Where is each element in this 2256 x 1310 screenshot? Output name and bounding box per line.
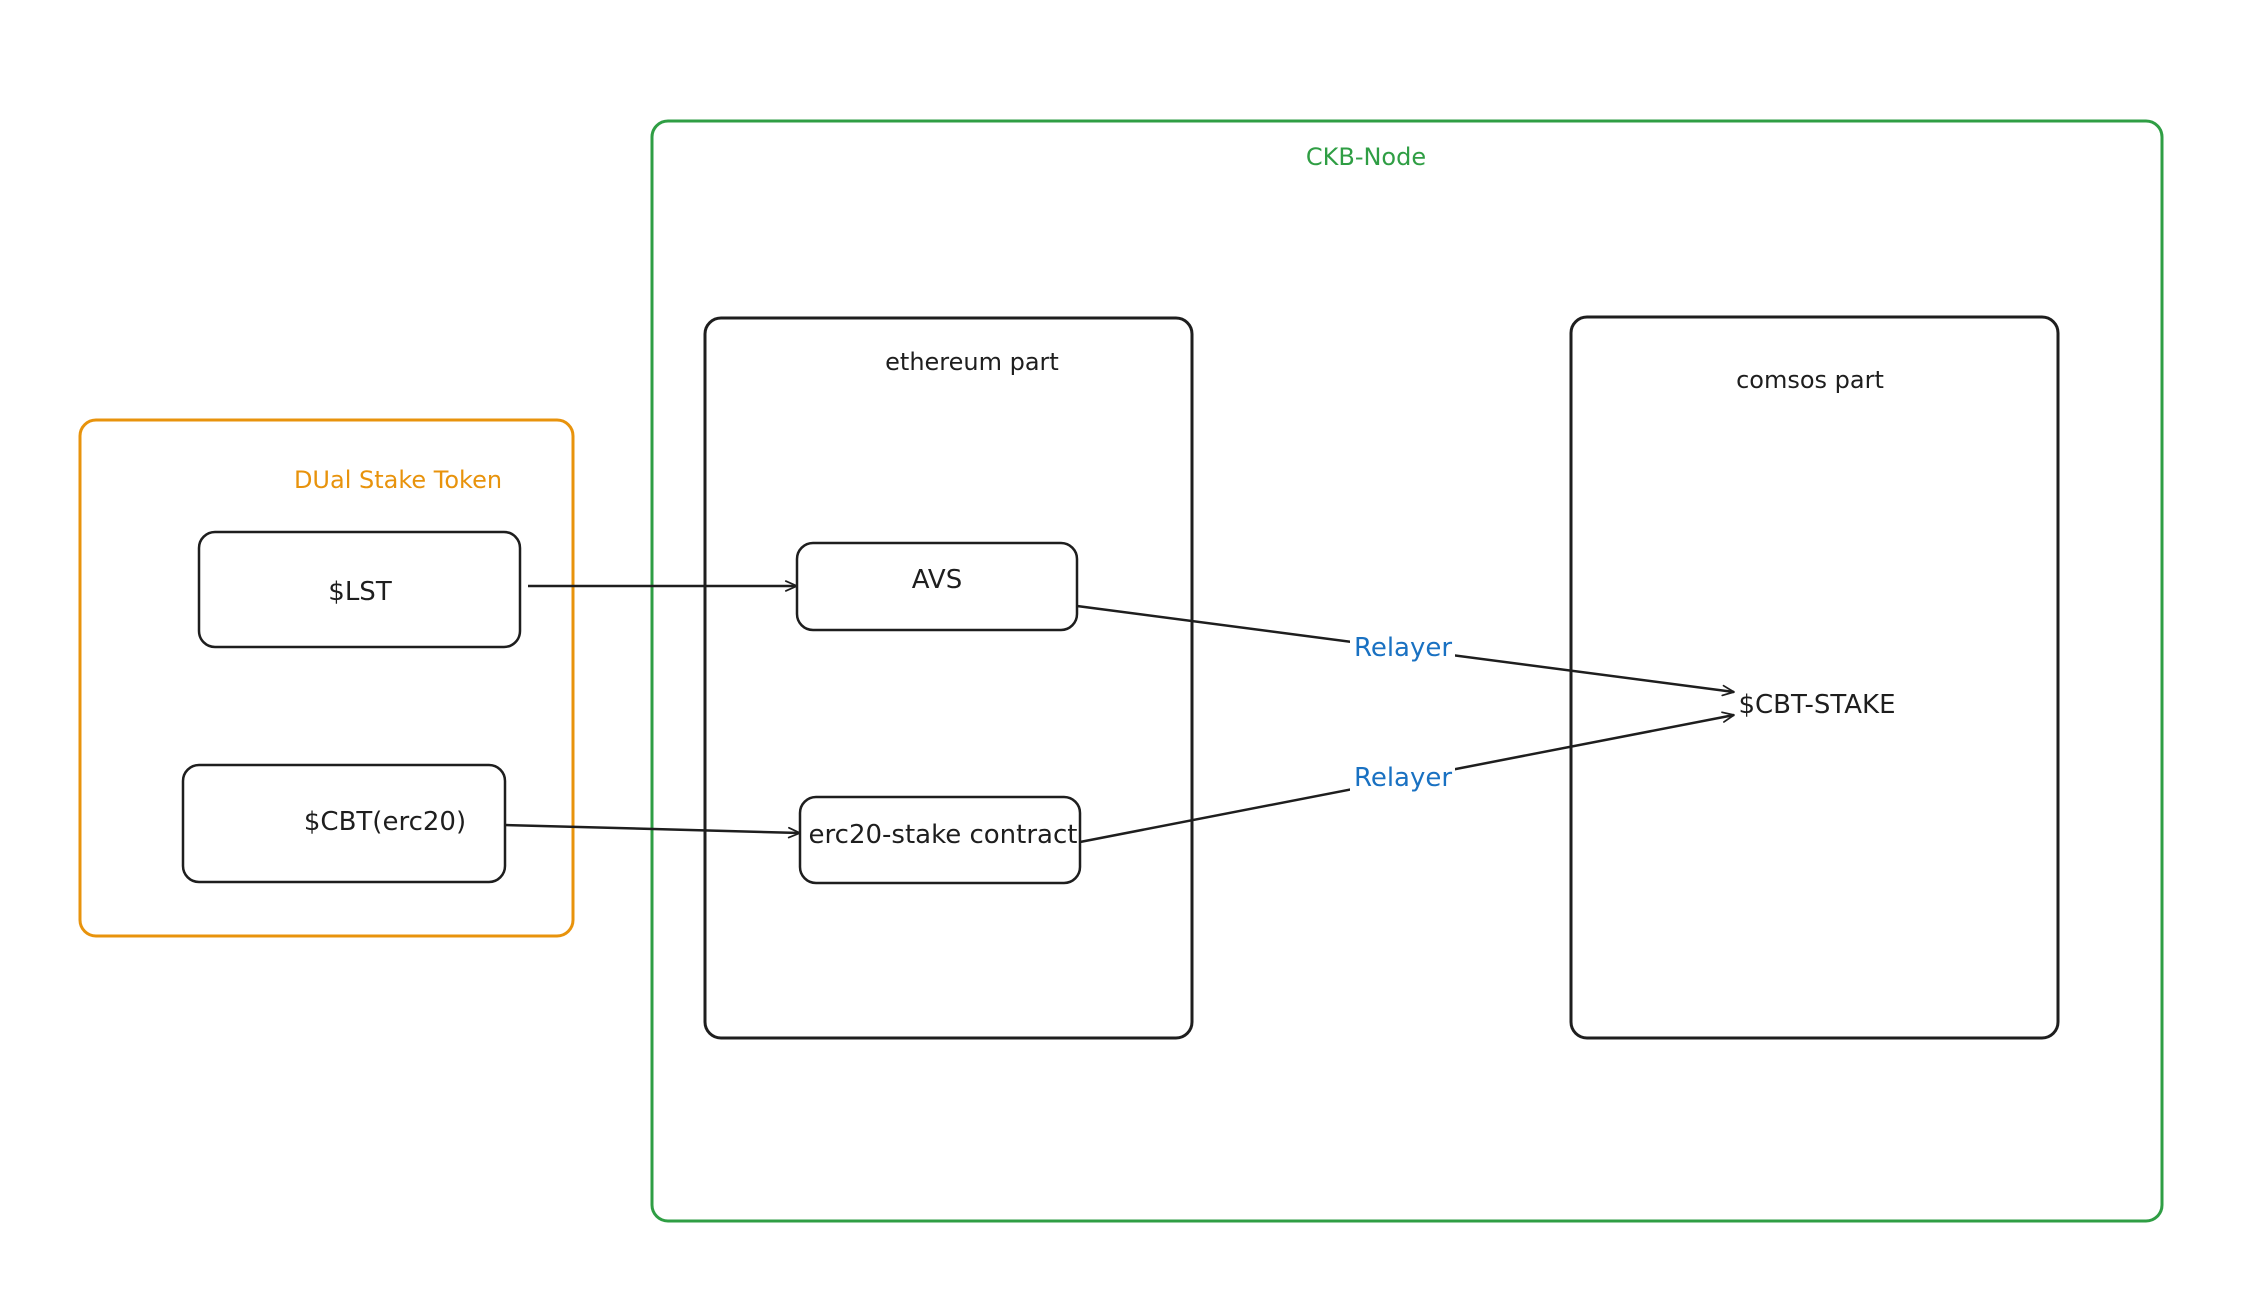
svg-text:Relayer: Relayer — [1354, 763, 1452, 793]
svg-text:Relayer: Relayer — [1354, 633, 1452, 663]
node-lst[interactable]: $LST — [197, 530, 522, 649]
node-lst-label: $LST — [328, 577, 392, 607]
edge-cbt-to-erc20-stake — [504, 823, 801, 839]
node-cbt-stake-label: $CBT-STAKE — [1738, 690, 1895, 720]
comsos-part-frame: comsos part — [1569, 315, 2060, 1040]
comsos-part-title: comsos part — [1736, 366, 1884, 394]
relayer-label-top: Relayer — [1350, 628, 1455, 664]
node-avs-label: AVS — [912, 565, 962, 595]
ckb-node-frame: CKB-Node — [650, 119, 2164, 1223]
ckb-node-title: CKB-Node — [1306, 143, 1426, 171]
node-avs[interactable]: AVS — [795, 541, 1079, 632]
node-cbt-erc20[interactable]: $CBT(erc20) — [181, 763, 507, 884]
node-cbt-stake[interactable]: $CBT-STAKE — [1738, 690, 1895, 720]
dual-stake-token-frame: DUal Stake Token — [78, 418, 575, 938]
ethereum-part-title: ethereum part — [885, 348, 1059, 376]
ethereum-part-frame: ethereum part — [703, 316, 1194, 1040]
node-erc20-stake-contract[interactable]: erc20-stake contract — [798, 795, 1082, 885]
dual-stake-token-title: DUal Stake Token — [294, 466, 502, 494]
relayer-label-bottom: Relayer — [1350, 758, 1455, 794]
node-cbt-erc20-label: $CBT(erc20) — [304, 807, 466, 837]
node-erc20-stake-contract-label: erc20-stake contract — [809, 820, 1078, 850]
